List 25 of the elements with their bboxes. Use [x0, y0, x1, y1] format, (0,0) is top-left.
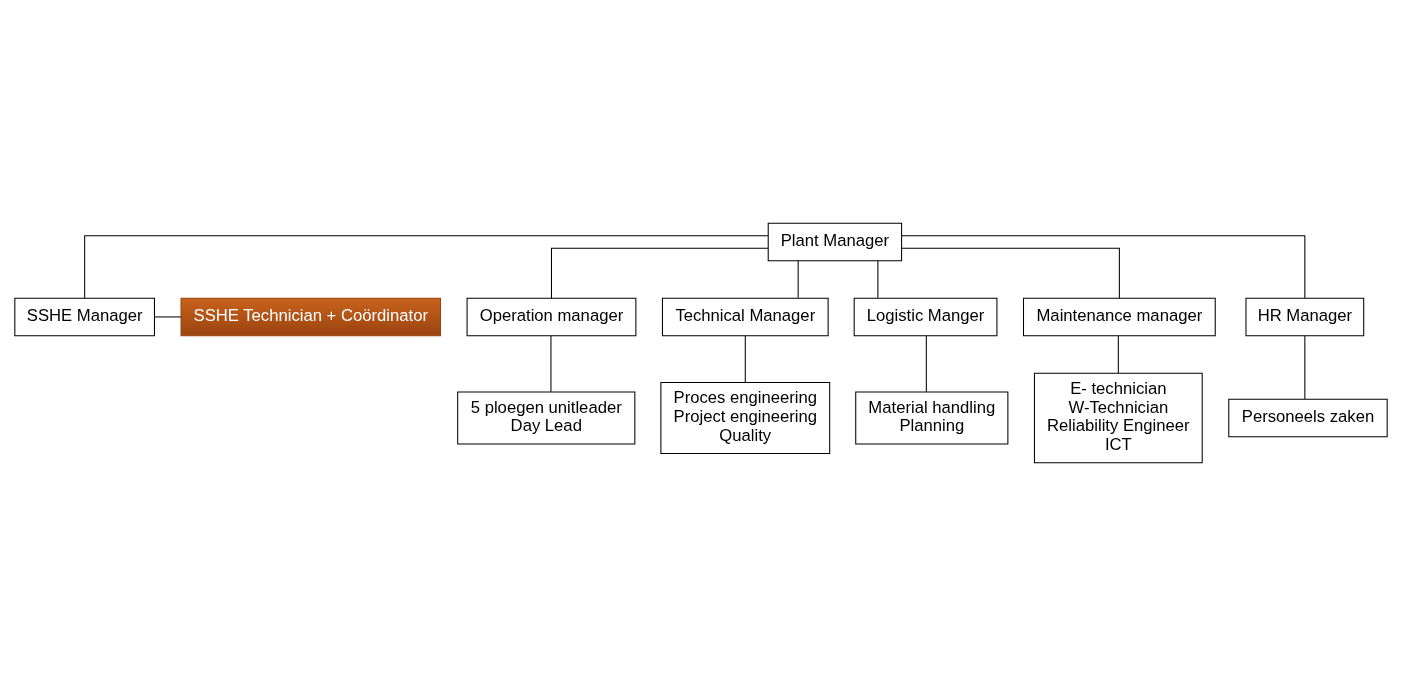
connector	[901, 235, 1306, 299]
connector	[154, 316, 182, 318]
connector	[901, 247, 1120, 299]
connector	[925, 335, 927, 393]
connector	[550, 335, 552, 393]
node-box: Operation manager	[466, 297, 637, 337]
node-box: Technical Manager	[661, 297, 829, 337]
node-box: Plant Manager	[767, 222, 903, 262]
connector	[1304, 335, 1306, 400]
connector	[877, 260, 879, 299]
node-box: SSHE Technician + Coördinator	[180, 297, 441, 337]
node-box: Personeels zaken	[1228, 398, 1388, 438]
connector	[550, 247, 769, 299]
node-box: Maintenance manager	[1023, 297, 1216, 337]
node-box: Proces engineering Project engineering Quality	[660, 382, 831, 454]
node-box: 5 ploegen unitleader Day Lead	[457, 391, 636, 445]
connector	[84, 235, 769, 299]
connector	[1117, 335, 1119, 374]
node-box: E- technician W-Technician Reliability Engineer ICT	[1033, 372, 1203, 464]
node-box: Material handling Planning	[855, 391, 1009, 445]
connector	[797, 260, 799, 299]
node-box: HR Manager	[1245, 297, 1365, 337]
connector	[744, 335, 746, 383]
node-box: Logistic Manger	[853, 297, 998, 337]
node-box: SSHE Manager	[14, 297, 155, 337]
